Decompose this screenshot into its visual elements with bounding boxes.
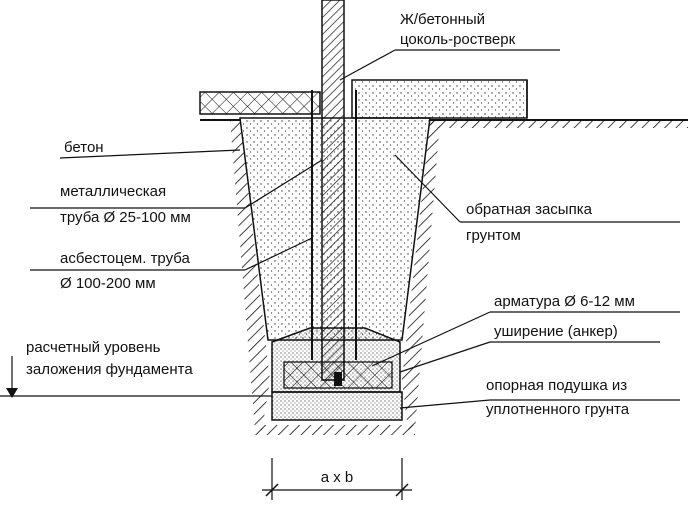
label-plinth-line2: цоколь-ростверк	[400, 31, 516, 48]
label-level-line1: расчетный уровень	[26, 339, 161, 356]
label-backfill-line1: обратная засыпка	[466, 201, 593, 218]
label-widening: уширение (анкер)	[494, 323, 618, 340]
design-level-line	[0, 356, 272, 398]
label-backfill-line2: грунтом	[466, 227, 521, 244]
metal-pipe	[321, 0, 345, 386]
plinth-grillage	[199, 79, 528, 119]
label-cushion-line1: опорная подушка из	[486, 377, 627, 394]
leader-lines	[30, 49, 680, 409]
support-cushion	[271, 391, 403, 421]
label-dimension: a x b	[321, 469, 354, 486]
pit-walls	[230, 120, 440, 435]
label-metal-pipe-line2: труба Ø 25-100 мм	[60, 209, 191, 226]
label-level-line2: заложения фундамента	[26, 361, 193, 378]
label-metal-pipe-line1: металлическая	[60, 183, 166, 200]
label-concrete: бетон	[64, 139, 104, 156]
label-cushion-line2: уплотненного грунта	[486, 401, 630, 418]
dimension-line	[262, 458, 412, 500]
asbestos-pipe	[311, 90, 357, 360]
label-plinth-line1: Ж/бетонный	[400, 11, 485, 28]
label-rebar: арматура Ø 6-12 мм	[494, 293, 635, 310]
label-asbestos-line2: Ø 100-200 мм	[60, 275, 156, 292]
label-asbestos-line1: асбестоцем. труба	[60, 250, 191, 267]
